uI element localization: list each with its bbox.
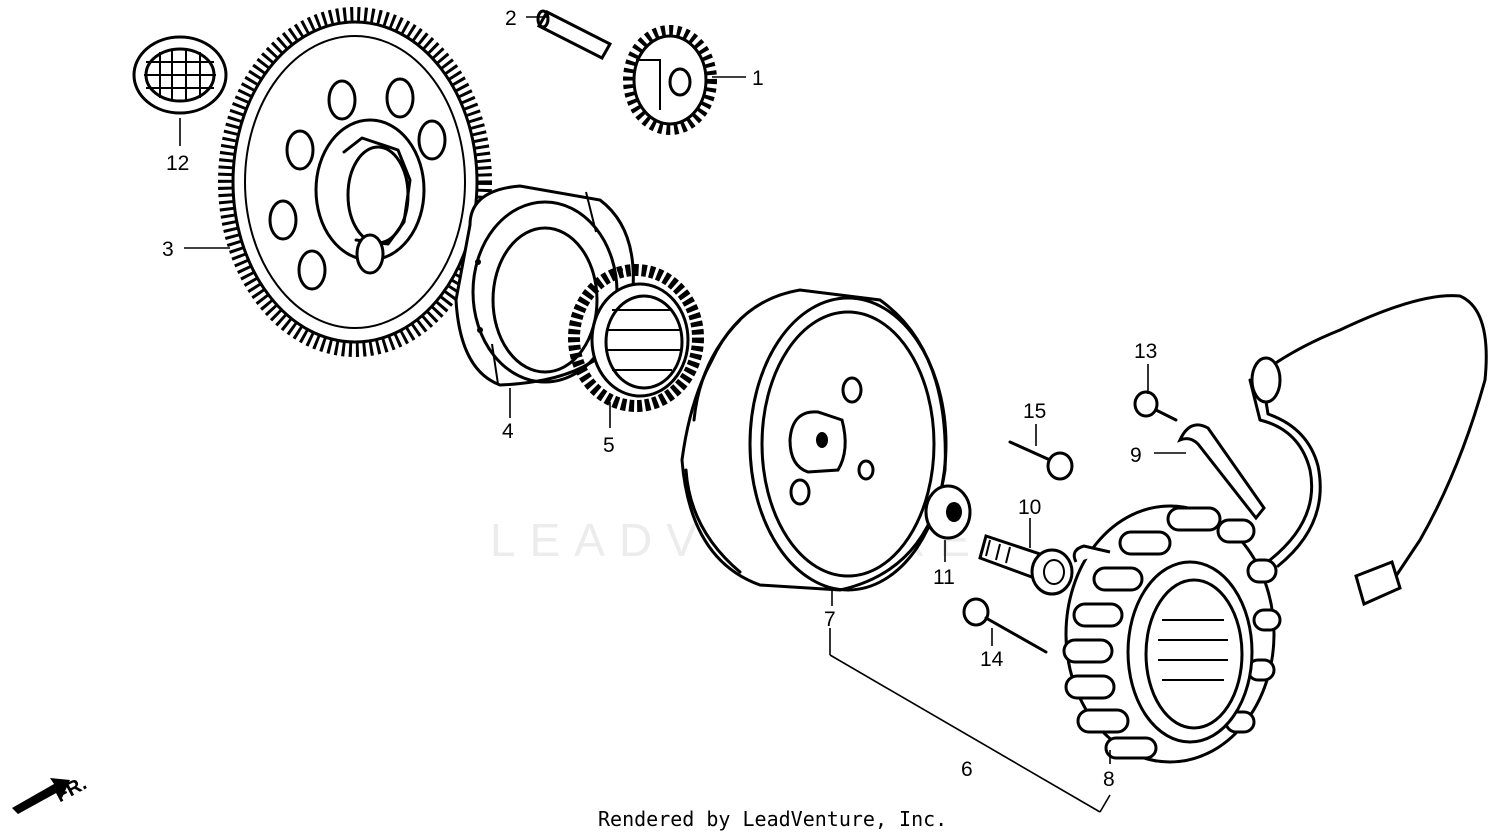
- callout-5: 5: [603, 434, 615, 457]
- part-washer: [924, 484, 972, 540]
- callout-1: 1: [752, 67, 764, 90]
- callout-labels: 1 2 3 4 5 6 7 8 9 10 11 12 13 14 15: [162, 7, 1157, 791]
- callout-8: 8: [1103, 768, 1115, 791]
- callout-2: 2: [505, 7, 517, 30]
- part-socket-bolt-lower: [962, 597, 1048, 654]
- part-wire-clamp: [1177, 423, 1266, 521]
- part-flywheel: [680, 288, 948, 592]
- direction-label: FR.: [52, 772, 91, 807]
- callout-14: 14: [980, 648, 1004, 671]
- callout-13: 13: [1134, 340, 1157, 363]
- callout-12: 12: [166, 152, 189, 175]
- render-credit: Rendered by LeadVenture, Inc.: [598, 807, 947, 831]
- part-socket-bolt-upper: [1008, 440, 1074, 481]
- part-pin: [536, 9, 613, 60]
- callout-9: 9: [1130, 444, 1142, 467]
- callout-7: 7: [824, 608, 836, 631]
- part-starter-clutch-outer: [454, 184, 635, 387]
- callout-3: 3: [162, 238, 174, 261]
- front-direction-arrow: FR.: [12, 772, 90, 814]
- part-small-bolt: [1133, 390, 1178, 422]
- part-flange-bolt: [978, 534, 1074, 596]
- callout-4: 4: [502, 420, 514, 443]
- part-needle-bearing: [132, 35, 228, 115]
- callout-6: 6: [961, 758, 973, 781]
- callout-10: 10: [1018, 496, 1041, 519]
- part-starter-driven-gear: [218, 7, 492, 357]
- callout-11: 11: [933, 566, 955, 589]
- part-stator: [1062, 294, 1488, 764]
- part-one-way-clutch: [568, 264, 704, 412]
- leader-lines: [179, 16, 1186, 813]
- callout-15: 15: [1023, 400, 1046, 423]
- part-reduction-gear: [623, 25, 717, 135]
